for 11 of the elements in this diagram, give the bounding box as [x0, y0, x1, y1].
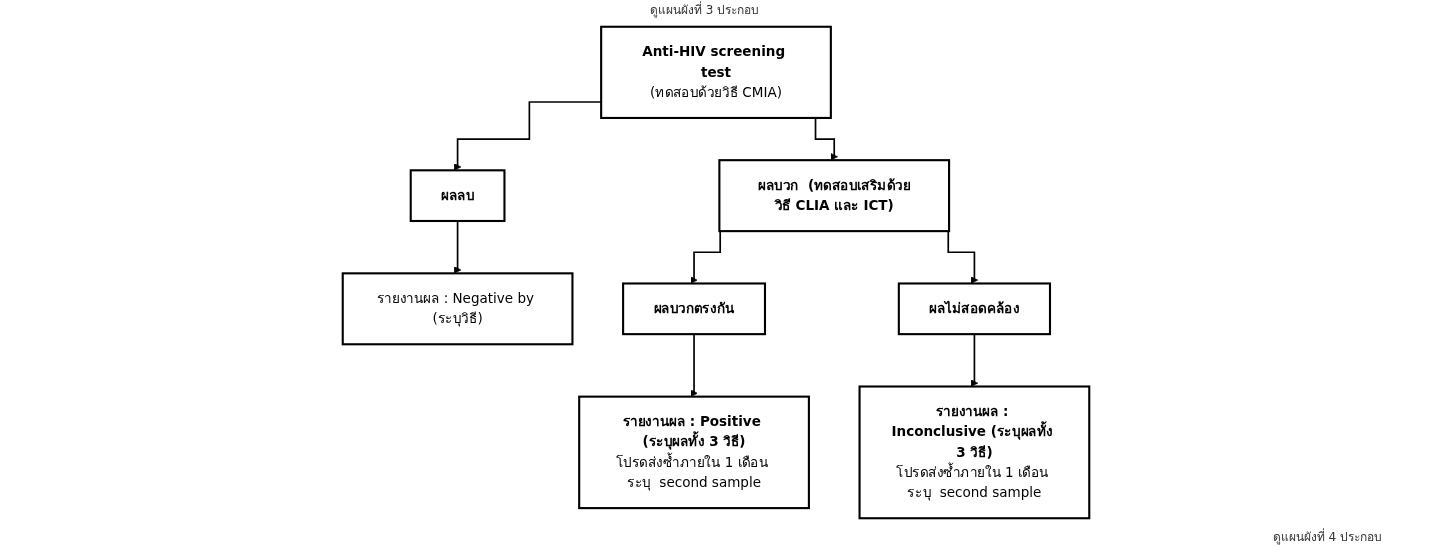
arrow [453, 101, 602, 171]
node-box: รายงานผล : Negative by (ระบุวิธี) [341, 272, 574, 346]
node-box: รายงานผล : Positive (ระบุผลทั้ง 3 วิธี) โปรดส่งซ้ำภายใน 1 เดือน ระบุ second sample [578, 395, 810, 510]
node-box: ผลไม่สอดคล้อง [897, 282, 1052, 336]
note-text: ดูแผนผังที่ 4 ประกอบ [1272, 527, 1382, 546]
arrow [453, 220, 462, 274]
node-box: ผลลบ [409, 169, 506, 223]
node-box: Anti-HIV screening test (ทดสอบด้วยวิธี CMIA) [600, 25, 832, 119]
node-box: ผลบวกตรงกัน [622, 282, 767, 336]
node-box: รายงานผล : Inconclusive (ระบุผลทั้ง 3 วิธี) โปรดส่งซ้ำภายใน 1 เดือน ระบุ second sample [858, 385, 1091, 520]
node-box: ผลบวก (ทดสอบเสริมด้วยวิธี CLIA และ ICT) [718, 159, 951, 233]
